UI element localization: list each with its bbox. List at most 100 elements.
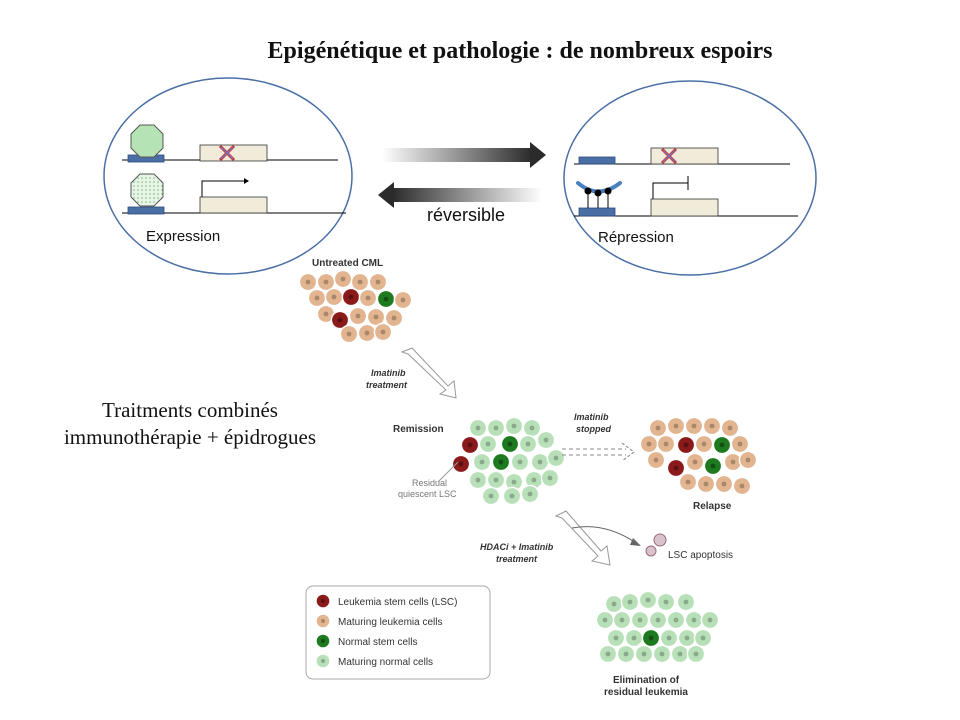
normal-stem-cell [712,435,732,455]
maturing-normal-cell [604,594,624,614]
maturing-normal-cell [468,470,488,490]
residual-pointer [437,461,459,483]
legend-item: Maturing leukemia cells [315,613,443,629]
normal-stem-cell [315,633,331,649]
legend: Leukemia stem cells (LSC)Maturing leukem… [305,585,491,680]
maturing-normal-cell [634,644,654,664]
maturing-leukemia-cell [714,474,734,494]
maturing-leukemia-cell [384,308,404,328]
legend-label: Maturing normal cells [338,657,433,668]
maturing-leukemia-cell [720,418,740,438]
maturing-leukemia-cell [646,450,666,470]
imatinib-treatment-label-1: Imatinib [371,368,406,378]
leukemia-stem-cell [666,458,686,478]
leukemia-stem-cell [315,593,331,609]
methylated-promoter-block [578,207,616,217]
promoter-block [578,156,616,165]
maturing-normal-cell [612,610,632,630]
side-text-line-2: immunothérapie + épidrogues [63,425,317,449]
expression-panel: Expression [103,77,353,275]
repression-panel: Répression [563,80,817,276]
legend-label: Maturing leukemia cells [338,617,443,628]
maturing-normal-cell [536,430,556,450]
legend-label: Normal stem cells [338,637,417,648]
maturing-leukemia-cell [648,418,668,438]
maturing-normal-cell [530,452,550,472]
remission-label: Remission [393,424,444,435]
transcription-factor-icon [130,124,164,158]
active-factor-icon [130,173,164,207]
blocked-transcription-icon [652,176,689,199]
maturing-normal-cell [522,418,542,438]
combined-treatments-text: Traitments combinés immunothérapie + épi… [30,397,350,451]
maturing-leukemia-cell [656,434,676,454]
normal-stem-cell [641,628,661,648]
leukemia-stem-cell [451,454,471,474]
maturing-normal-cell [624,628,644,648]
maturing-normal-cell [481,486,501,506]
gene-box [199,196,268,214]
relapse-cluster [639,416,758,496]
maturing-leukemia-cell [339,324,359,344]
hdaci-label-2: treatment [496,554,538,564]
maturing-leukemia-cell [702,416,722,436]
gene-box [650,198,719,217]
maturing-normal-cell [670,644,690,664]
maturing-leukemia-cell [685,452,705,472]
expression-label: Expression [146,228,220,245]
promoter-block [127,206,165,215]
maturing-normal-cell [652,644,672,664]
maturing-normal-cell [686,644,706,664]
maturing-leukemia-cell [350,272,370,292]
maturing-normal-cell [684,610,704,630]
maturing-normal-cell [546,448,566,468]
maturing-normal-cell [468,418,488,438]
maturing-normal-cell [693,628,713,648]
maturing-leukemia-cell [678,472,698,492]
apoptosis-cells [645,533,667,557]
maturing-leukemia-cell [393,290,413,310]
untreated-cml-label: Untreated CML [312,258,383,269]
relapse-label: Relapse [693,501,732,512]
maturing-leukemia-cell [357,323,377,343]
apoptotic-cell [645,545,657,557]
normal-stem-cell [703,456,723,476]
maturing-leukemia-cell [684,416,704,436]
maturing-normal-cell [620,592,640,612]
imatinib-stopped-arrow-icon [562,442,635,462]
gene-box [650,147,719,165]
reversible-arrows: réversible [378,142,546,225]
normal-stem-cell [376,289,396,309]
maturing-leukemia-cell [696,474,716,494]
maturing-normal-cell [666,610,686,630]
maturing-leukemia-cell [694,434,714,454]
leukemia-stem-cell [460,435,480,455]
maturing-leukemia-cell [298,272,318,292]
maturing-leukemia-cell [738,450,758,470]
elimination-label-1: Elimination of [613,675,680,686]
hdaci-arrow-icon [554,510,611,566]
leukemia-stem-cell [330,310,350,330]
cml-figure: Untreated CML Imatinib treatment Remissi… [298,258,758,698]
maturing-normal-cell [540,468,560,488]
imatinib-stopped-label-1: Imatinib [574,412,609,422]
maturing-normal-cell [486,470,506,490]
remission-cluster [451,416,566,506]
maturing-normal-cell [518,434,538,454]
imatinib-treatment-label-2: treatment [366,380,408,390]
maturing-leukemia-cell [333,269,353,289]
residual-label-1: Residual [412,478,447,488]
leukemia-stem-cell [341,287,361,307]
maturing-normal-cell [659,628,679,648]
maturing-leukemia-cell [666,416,686,436]
normal-stem-cell [500,434,520,454]
slide-title: Epigénétique et pathologie : de nombreux… [267,38,773,64]
maturing-normal-cell [616,644,636,664]
maturing-normal-cell [606,628,626,648]
maturing-leukemia-cell [366,307,386,327]
maturing-leukemia-cell [307,288,327,308]
residual-label-2: quiescent LSC [398,489,457,499]
maturing-normal-cell [677,628,697,648]
side-text-line-1: Traitments combinés [102,398,278,422]
